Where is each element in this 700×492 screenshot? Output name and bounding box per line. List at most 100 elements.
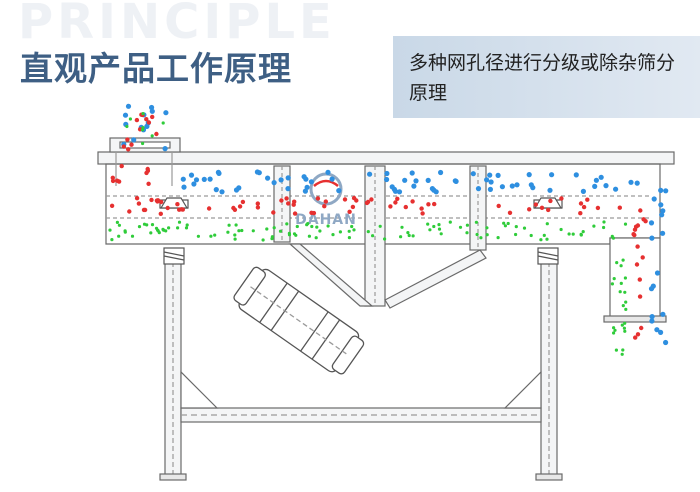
large-particle <box>660 230 666 236</box>
support-frame <box>159 261 563 481</box>
small-particle <box>613 328 617 332</box>
medium-particle <box>179 207 184 212</box>
large-particle <box>573 172 579 178</box>
medium-particle <box>142 207 148 213</box>
small-particle <box>623 276 628 280</box>
medium-particle <box>635 244 640 249</box>
medium-particle <box>496 203 501 209</box>
small-particle <box>240 228 244 233</box>
medium-particle <box>426 202 431 207</box>
large-particle <box>149 108 155 114</box>
large-particle <box>219 189 225 195</box>
large-particle <box>593 177 600 183</box>
small-particle <box>529 233 533 238</box>
small-particle <box>307 234 311 238</box>
small-particle <box>117 234 121 238</box>
medium-particle <box>393 200 398 205</box>
large-particle <box>530 185 536 191</box>
large-particle <box>265 175 271 181</box>
medium-particle <box>127 209 132 214</box>
screen-box <box>97 137 675 323</box>
large-particle <box>302 188 308 194</box>
small-particle <box>371 234 375 238</box>
small-particle <box>278 229 283 233</box>
medium-particle <box>231 205 236 211</box>
small-particle <box>465 223 469 227</box>
small-particle <box>213 233 217 237</box>
large-particle <box>384 176 390 183</box>
small-particle <box>559 227 563 232</box>
large-particle <box>367 171 373 177</box>
large-particle <box>603 183 609 189</box>
small-particle <box>149 231 153 235</box>
medium-particle <box>126 147 131 152</box>
large-particle <box>181 184 187 190</box>
medium-particle <box>144 117 149 122</box>
small-particle <box>620 323 624 327</box>
small-particle <box>474 220 478 224</box>
small-particle <box>437 227 442 231</box>
medium-particle <box>548 198 553 204</box>
large-particle <box>654 327 660 333</box>
large-particle <box>547 187 553 193</box>
medium-particle <box>146 181 151 186</box>
large-particle <box>658 329 664 335</box>
medium-particle <box>119 163 124 169</box>
small-particle <box>602 225 606 230</box>
large-particle <box>475 186 482 192</box>
small-particle <box>428 228 432 232</box>
medium-particle <box>255 205 261 210</box>
spring-support-icon <box>159 197 563 265</box>
small-particle <box>399 235 403 239</box>
large-particle <box>438 169 444 176</box>
medium-particle <box>175 202 180 207</box>
small-particle <box>592 224 596 228</box>
small-particle <box>411 234 415 238</box>
small-particle <box>612 277 616 281</box>
medium-particle <box>279 198 284 203</box>
small-particle <box>285 222 289 226</box>
small-particle <box>503 224 507 228</box>
medium-particle <box>410 199 415 204</box>
small-particle <box>142 222 147 226</box>
caption-text: 多种网孔径进行分级或除杂筛分原理 <box>409 52 676 104</box>
small-particle <box>612 331 616 335</box>
principle-watermark: PRINCIPLE <box>18 0 336 50</box>
small-particle <box>272 226 276 230</box>
small-particle <box>407 233 411 238</box>
small-particle <box>305 223 309 227</box>
small-particle <box>150 134 154 138</box>
medium-particle <box>292 211 298 216</box>
large-particle <box>278 177 284 183</box>
small-particle <box>623 321 627 325</box>
small-particle <box>366 230 370 234</box>
medium-particle <box>533 202 538 207</box>
large-particle <box>201 176 207 182</box>
medium-particle <box>150 114 155 120</box>
small-particle <box>318 229 322 233</box>
large-particle <box>425 177 431 183</box>
small-particle <box>314 236 318 240</box>
small-particle <box>326 224 330 228</box>
small-particle <box>542 233 546 237</box>
small-particle <box>620 352 624 356</box>
large-particle <box>163 110 169 116</box>
large-particle <box>660 311 666 317</box>
large-particle <box>453 178 459 184</box>
large-particle <box>654 270 661 276</box>
medium-particle <box>578 201 584 206</box>
small-particle <box>514 232 518 237</box>
medium-particle <box>637 277 642 282</box>
small-particle <box>185 223 189 227</box>
brand-name: DAHAN <box>295 212 357 228</box>
medium-particle <box>129 142 134 147</box>
medium-particle <box>635 332 641 337</box>
large-particle <box>125 103 132 109</box>
medium-particle <box>369 197 374 202</box>
small-particle <box>125 124 129 129</box>
medium-particle <box>539 205 545 210</box>
small-particle <box>458 225 463 229</box>
medium-particle <box>507 210 513 215</box>
large-particle <box>285 175 291 181</box>
small-particle <box>506 221 510 226</box>
